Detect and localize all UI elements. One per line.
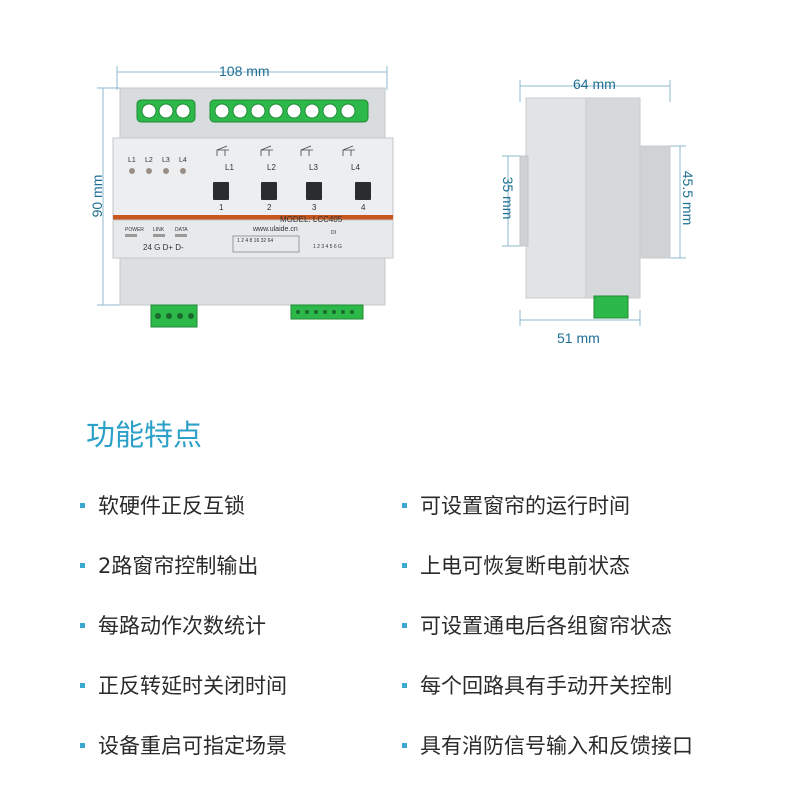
feature-item: 每路动作次数统计 <box>80 610 266 640</box>
bullet-icon <box>402 622 407 628</box>
led-label-l1: L1 <box>128 157 136 164</box>
bullet-icon <box>80 742 85 748</box>
dip-header: 1 2 4 8 16 32 64 <box>237 238 273 244</box>
button-label-2: 2 <box>267 203 272 212</box>
button-label-1: 1 <box>219 203 224 212</box>
side-view-drawing <box>502 80 686 326</box>
website-label: www.ulaide.cn <box>252 226 298 233</box>
manual-button-4[interactable] <box>355 182 371 200</box>
relay-label-l3: L3 <box>309 163 318 172</box>
bullet-icon <box>402 742 407 748</box>
feature-item: 可设置通电后各组窗帘状态 <box>402 610 672 640</box>
dim-side-width: 64 mm <box>573 76 616 92</box>
led-label-l3: L3 <box>162 157 170 164</box>
feature-item: 具有消防信号输入和反馈接口 <box>402 730 693 760</box>
model-label: MODEL: LCC405 <box>280 215 343 224</box>
status-label-link: LINK <box>153 227 165 233</box>
manual-button-2[interactable] <box>261 182 277 200</box>
dim-front-width: 108 mm <box>219 63 270 79</box>
section-title: 功能特点 <box>86 418 203 452</box>
bullet-icon <box>80 622 85 628</box>
led-indicator <box>180 168 186 174</box>
dim-front-height: 90 mm <box>89 174 105 218</box>
relay-label-l4: L4 <box>351 163 360 172</box>
relay-label-l1: L1 <box>225 163 234 172</box>
bullet-icon <box>80 502 85 508</box>
relay-label-l2: L2 <box>267 163 276 172</box>
led-indicator <box>146 168 152 174</box>
feature-item: 2路窗帘控制输出 <box>80 550 258 580</box>
button-label-3: 3 <box>312 203 317 212</box>
feature-item: 可设置窗帘的运行时间 <box>402 490 630 520</box>
led-label-l2: L2 <box>145 157 153 164</box>
bullet-icon <box>80 682 85 688</box>
feature-item: 设备重启可指定场景 <box>80 730 287 760</box>
bullet-icon <box>402 682 407 688</box>
led-indicator <box>129 168 135 174</box>
bullet-icon <box>402 562 407 568</box>
led-label-l4: L4 <box>179 157 187 164</box>
feature-item: 软硬件正反互锁 <box>80 490 245 520</box>
dim-side-rail: 35 mm <box>500 176 516 220</box>
status-label-data: DATA <box>175 227 188 233</box>
bus-terminal-labels: 24 G D+ D- <box>143 243 184 252</box>
dim-side-height: 45.5 mm <box>680 170 696 226</box>
manual-button-1[interactable] <box>213 182 229 200</box>
front-view-drawing: L1 L2 L3 L4 L1 L2 L3 L4 1 2 3 4 MODEL: L… <box>97 66 394 328</box>
di-terminal-labels: 1 2 3 4 5 6 G <box>313 244 342 250</box>
bullet-icon <box>402 502 407 508</box>
led-indicator <box>163 168 169 174</box>
feature-item: 每个回路具有手动开关控制 <box>402 670 672 700</box>
feature-item: 正反转延时关闭时间 <box>80 670 287 700</box>
button-label-4: 4 <box>361 203 366 212</box>
manual-button-3[interactable] <box>306 182 322 200</box>
bullet-icon <box>80 562 85 568</box>
di-label: DI <box>331 230 336 236</box>
feature-item: 上电可恢复断电前状态 <box>402 550 630 580</box>
status-label-power: POWER <box>125 227 144 233</box>
dim-side-bottom: 51 mm <box>557 330 600 346</box>
